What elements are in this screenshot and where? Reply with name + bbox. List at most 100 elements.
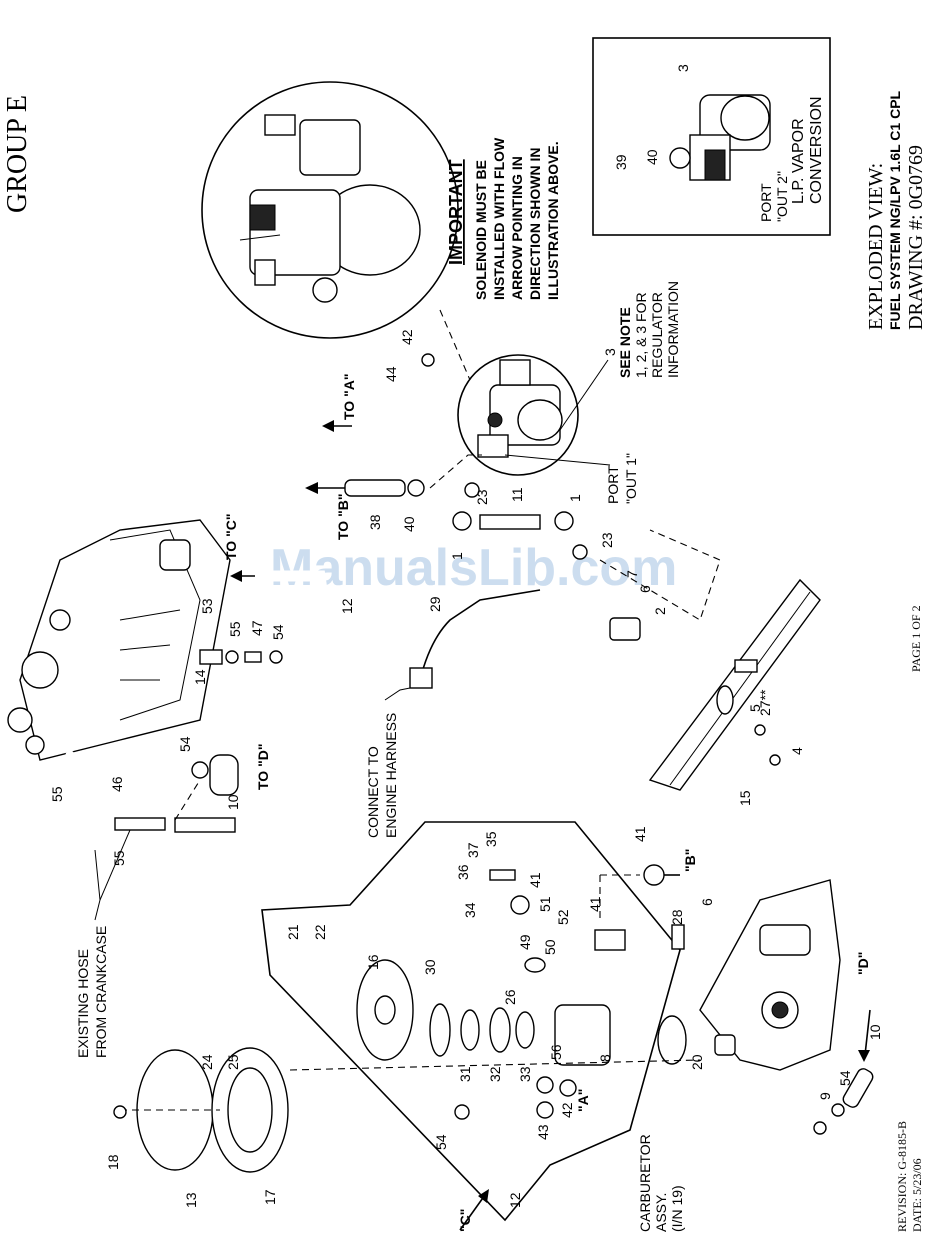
callout-13: 13 [183, 1192, 199, 1208]
callout-6: 6 [637, 585, 653, 593]
lp-vapor-label: L.P. VAPOR CONVERSION [790, 96, 825, 204]
svg-text:L.P. VAPOR: L.P. VAPOR [790, 118, 807, 204]
port-out2-label: PORT "OUT 2" [758, 171, 790, 222]
callout-6-b: 6 [699, 898, 715, 906]
callout-10-top: 10 [225, 794, 241, 810]
carb-parts [356, 869, 626, 1119]
svg-text:CONNECT TO: CONNECT TO [365, 746, 381, 838]
bracket-2 [609, 617, 641, 641]
callout-41-inset: 40 [644, 149, 660, 165]
see-note-label: SEE NOTE 1, 2, & 3 FOR REGULATOR INFORMA… [617, 281, 681, 378]
svg-text:CARBURETOR: CARBURETOR [637, 1134, 653, 1232]
to-c-label: TO "C" [223, 514, 239, 560]
callout-41: 40 [401, 516, 417, 532]
callout-27: 27** [757, 689, 773, 716]
detail-leader [439, 309, 471, 381]
callout-46: 46 [109, 776, 125, 792]
callout-7: 7 [624, 570, 640, 578]
callout-18: 18 [105, 1154, 121, 1170]
svg-text:PORT: PORT [605, 465, 621, 504]
callout-2: 2 [652, 607, 668, 615]
svg-text:SOLENOID MUST BE: SOLENOID MUST BE [473, 160, 489, 300]
svg-text:ARROW POINTING IN: ARROW POINTING IN [509, 156, 525, 300]
date-label: DATE: 5/23/06 [910, 1158, 924, 1232]
svg-text:ASSY.: ASSY. [653, 1193, 669, 1232]
svg-text:33: 33 [517, 1066, 533, 1082]
hose-40 [344, 479, 406, 497]
callout-54-b: 54 [177, 736, 193, 752]
callout-12-engine: 12 [339, 598, 355, 614]
callout-12-carb: 12 [507, 1192, 523, 1208]
page-indicator: PAGE 1 OF 2 [909, 605, 923, 672]
engine-block [7, 519, 231, 761]
callout-44: 44 [383, 366, 399, 382]
to-d-label: TO "D" [255, 744, 271, 790]
callout-25: 25 [225, 1054, 241, 1070]
svg-text:ILLUSTRATION ABOVE.: ILLUSTRATION ABOVE. [545, 141, 561, 300]
callout-47: 47 [249, 620, 265, 636]
revision-label: REVISION: G-8185-B [895, 1121, 909, 1232]
svg-text:31: 31 [457, 1066, 473, 1082]
svg-text:51: 51 [537, 896, 553, 912]
hose-10-bottom [842, 1068, 874, 1108]
svg-text:"OUT 1": "OUT 1" [623, 453, 639, 504]
svg-text:8: 8 [597, 1054, 613, 1062]
inset-regulator [609, 94, 771, 195]
svg-text:42: 42 [559, 1102, 575, 1118]
callout-54-d: 54 [837, 1070, 853, 1086]
svg-text:56: 56 [548, 1044, 564, 1060]
svg-text:EXISTING HOSE: EXISTING HOSE [75, 949, 91, 1058]
callout-14: 14 [192, 669, 208, 685]
svg-text:DIRECTION SHOWN IN: DIRECTION SHOWN IN [527, 148, 543, 300]
svg-text:(I/N 19): (I/N 19) [669, 1185, 685, 1232]
callout-20: 20 [689, 1054, 705, 1070]
fitting-14 [199, 649, 223, 665]
svg-text:"A": "A" [575, 1089, 591, 1112]
svg-text:"OUT 2": "OUT 2" [774, 171, 790, 222]
solenoid-detail-drawing [239, 114, 421, 303]
svg-text:49: 49 [517, 934, 533, 950]
callout-53: 53 [199, 598, 215, 614]
svg-text:INSTALLED WITH FLOW: INSTALLED WITH FLOW [491, 137, 507, 300]
svg-text:21: 21 [285, 924, 301, 940]
intake-manifold [657, 879, 841, 1071]
svg-text:32: 32 [487, 1066, 503, 1082]
callout-55-a: 55 [227, 621, 243, 637]
callout-40-inset: 39 [613, 154, 629, 170]
svg-text:41: 41 [527, 872, 543, 888]
hose-11 [479, 514, 541, 530]
carb-callouts: 21 22 16 30 31 32 33 26 49 50 51 52 34 3… [285, 831, 613, 1140]
svg-text:30: 30 [422, 959, 438, 975]
carburetor-outline [261, 821, 681, 1222]
svg-text:41: 41 [587, 896, 603, 912]
c-label: "C" [457, 1209, 473, 1232]
callout-17: 17 [262, 1189, 278, 1205]
callout-23: 23 [474, 489, 490, 505]
assembly-axis [289, 1059, 701, 1071]
frame-rail-15 [648, 578, 821, 791]
important-title: IMPORTANT [446, 159, 466, 265]
callout-10-bottom: 10 [867, 1024, 883, 1040]
callout-29: 29 [427, 596, 443, 612]
svg-text:22: 22 [312, 924, 328, 940]
existing-hose-label: EXISTING HOSE FROM CRANKCASE [75, 926, 109, 1058]
drawing-number: DRAWING #: 0G0769 [905, 145, 927, 330]
svg-text:PORT: PORT [758, 183, 774, 222]
d-label: "D" [855, 952, 871, 975]
callout-11: 11 [509, 487, 525, 502]
callout-54-a: 54 [270, 624, 286, 640]
solenoid-detail-circle [201, 81, 459, 339]
callout-1-left: 1 [449, 552, 465, 560]
to-a-label: TO "A" [341, 374, 357, 420]
callout-40: 38 [367, 514, 383, 530]
callout-3-inset: 3 [675, 64, 691, 72]
watermark: ManualsLib.com [270, 539, 677, 597]
svg-text:INFORMATION: INFORMATION [665, 281, 681, 378]
b-label: "B" [682, 849, 698, 872]
important-note: SOLENOID MUST BE INSTALLED WITH FLOW ARR… [473, 137, 561, 300]
callout-42: 42 [399, 329, 415, 345]
lp-vapor-inset [592, 37, 831, 236]
callout-4: 4 [789, 747, 805, 755]
